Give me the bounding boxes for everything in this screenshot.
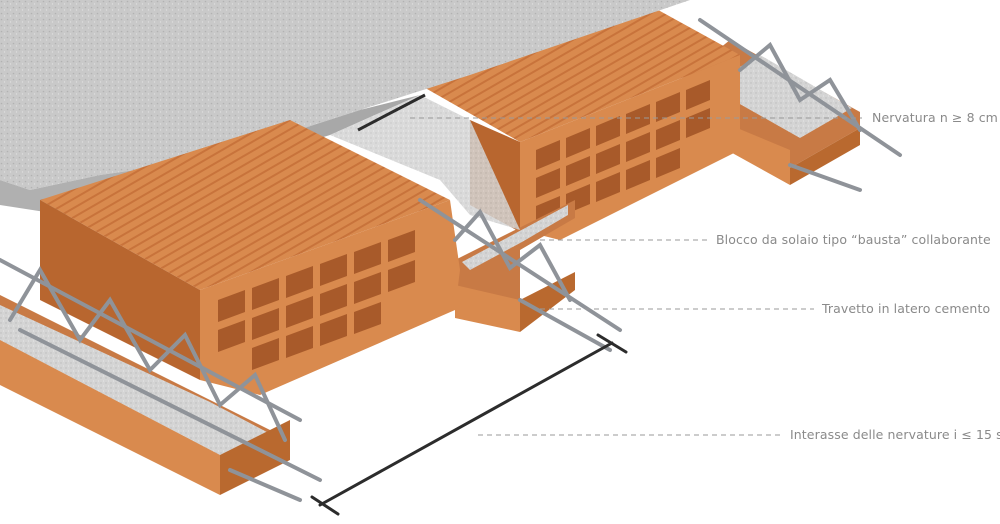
callout-rib: Nervatura n ≥ 8 cm (872, 110, 998, 125)
callout-spacing: Interasse delle nervature i ≤ 15 s (790, 427, 1000, 442)
brick-block-front (40, 120, 460, 395)
joist-middle (455, 200, 575, 332)
rib-dimension-line (357, 93, 426, 132)
leader-lines (410, 117, 862, 436)
brick-block-back (420, 0, 740, 240)
steel-reinforcement (0, 18, 902, 502)
callout-block: Blocco da solaio tipo “bausta” collabora… (716, 232, 991, 247)
callout-joist: Travetto in latero cemento (822, 301, 991, 316)
spacing-dimension-line (310, 333, 628, 516)
